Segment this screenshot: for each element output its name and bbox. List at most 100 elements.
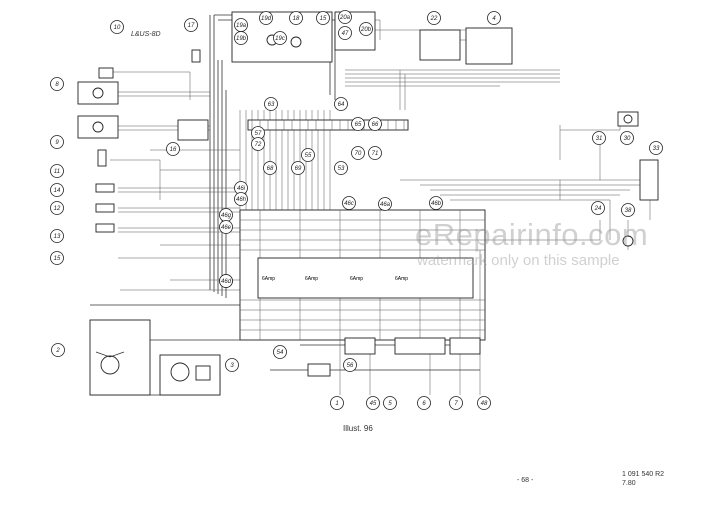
callout-bubble-19d: 19d [259, 11, 273, 25]
callout-bubble-72: 72 [251, 137, 265, 151]
callout-bubble-57: 57 [251, 126, 265, 140]
callout-circle [366, 396, 380, 410]
callout-label: 20b [360, 27, 372, 33]
callout-bubble-19c: 19c [273, 31, 287, 45]
callout-label: 68 [267, 166, 274, 172]
callout-bubble-16: 16 [166, 142, 180, 156]
callout-circle [291, 161, 305, 175]
callout-bubble-9: 9 [50, 135, 64, 149]
callout-label: 4 [492, 16, 496, 22]
callout-label: 47 [342, 31, 349, 37]
callout-bubble-47: 47 [338, 26, 352, 40]
callout-label: 2 [55, 348, 60, 354]
callout-label: 19d [261, 16, 272, 22]
callout-circle [219, 274, 233, 288]
callout-circle [338, 10, 352, 24]
callout-label: 46h [236, 197, 247, 203]
callout-label: 46c [344, 201, 354, 207]
callout-bubble-22: 22 [427, 11, 441, 25]
callout-label: 57 [255, 131, 262, 137]
watermark-sub: watermark only on this sample [417, 252, 620, 269]
page-number: - 68 - [517, 477, 534, 484]
callout-label: 6 [422, 401, 426, 407]
callout-label: 19b [236, 36, 247, 42]
callout-bubble-46c: 46c [342, 196, 356, 210]
callout-bubble-69: 69 [291, 161, 305, 175]
callout-circle [234, 31, 248, 45]
callout-label: 15 [320, 16, 327, 22]
callout-circle [449, 396, 463, 410]
callout-label: 38 [625, 208, 632, 214]
callout-label: 71 [372, 151, 379, 157]
callout-label: 69 [295, 166, 302, 172]
callout-bubble-19a: 19a [234, 18, 248, 32]
callout-circle [359, 22, 373, 36]
callout-bubble-30: 30 [620, 131, 634, 145]
diagram-title-tag: L&US-8D [131, 31, 161, 38]
callout-circle [166, 142, 180, 156]
callout-circle [343, 358, 357, 372]
callout-circle [334, 161, 348, 175]
illustration-caption: Illust. 96 [343, 424, 373, 433]
callout-bubble-20b: 20b [359, 22, 373, 36]
callout-circle [592, 131, 606, 145]
callout-circle [330, 396, 344, 410]
callout-circle [50, 164, 64, 178]
callout-bubble-38: 38 [621, 203, 635, 217]
callout-bubble-13: 13 [50, 229, 64, 243]
watermark: eRepairinfo.com watermark only on this s… [415, 218, 715, 270]
callout-circle [50, 201, 64, 215]
connector-label: 6Amp [395, 276, 408, 282]
callout-bubble-46a: 46a [378, 197, 392, 211]
callout-bubble-65: 65 [351, 117, 365, 131]
watermark-main: eRepairinfo.com [415, 217, 649, 252]
callout-circle [50, 183, 64, 197]
callout-circle [427, 11, 441, 25]
callout-label: 1 [335, 401, 338, 407]
callout-bubble-54: 54 [273, 345, 287, 359]
callout-label: 24 [594, 206, 602, 212]
callout-bubble-3: 3 [225, 358, 239, 372]
callout-label: 56 [347, 363, 354, 369]
connector-label: 6Amp [350, 276, 363, 282]
callout-label: 70 [355, 151, 362, 157]
callout-circle [351, 146, 365, 160]
callout-circle [301, 148, 315, 162]
callout-bubble-46g: 46g [219, 208, 233, 222]
callout-bubble-24: 24 [591, 201, 605, 215]
callout-label: 7 [454, 401, 458, 407]
callout-circle [383, 396, 397, 410]
callout-circle [259, 11, 273, 25]
callout-circle [417, 396, 431, 410]
callout-bubble-46d: 46d [219, 274, 233, 288]
callout-bubble-4: 4 [487, 11, 501, 25]
callout-label: 10 [114, 25, 121, 31]
callout-bubble-55: 55 [301, 148, 315, 162]
callout-bubble-71: 71 [368, 146, 382, 160]
callout-bubble-6: 6 [417, 396, 431, 410]
callout-bubble-18: 18 [289, 11, 303, 25]
callout-label: 16 [170, 147, 177, 153]
callout-circle [487, 11, 501, 25]
callout-bubble-8: 8 [50, 77, 64, 91]
callout-circle [50, 229, 64, 243]
callout-circle [477, 396, 491, 410]
callout-bubble-46h: 46h [234, 192, 248, 206]
callout-circle [316, 11, 330, 25]
callout-label: 46b [431, 201, 442, 207]
callout-bubble-63: 63 [264, 97, 278, 111]
callout-bubble-45: 45 [366, 396, 380, 410]
document-date: 7.80 [622, 480, 636, 487]
callout-label: 20a [339, 15, 351, 21]
callout-circle [378, 197, 392, 211]
callout-bubble-7: 7 [449, 396, 463, 410]
callout-circle [51, 343, 65, 357]
callout-label: 66 [372, 122, 379, 128]
callout-label: 3 [230, 363, 234, 369]
wiring-harness [90, 14, 651, 396]
callout-bubble-11: 11 [50, 164, 64, 178]
callout-bubble-64: 64 [334, 97, 348, 111]
document-number-block: 1 091 540 R2 7.80 [622, 470, 664, 488]
callout-bubble-17: 17 [184, 18, 198, 32]
